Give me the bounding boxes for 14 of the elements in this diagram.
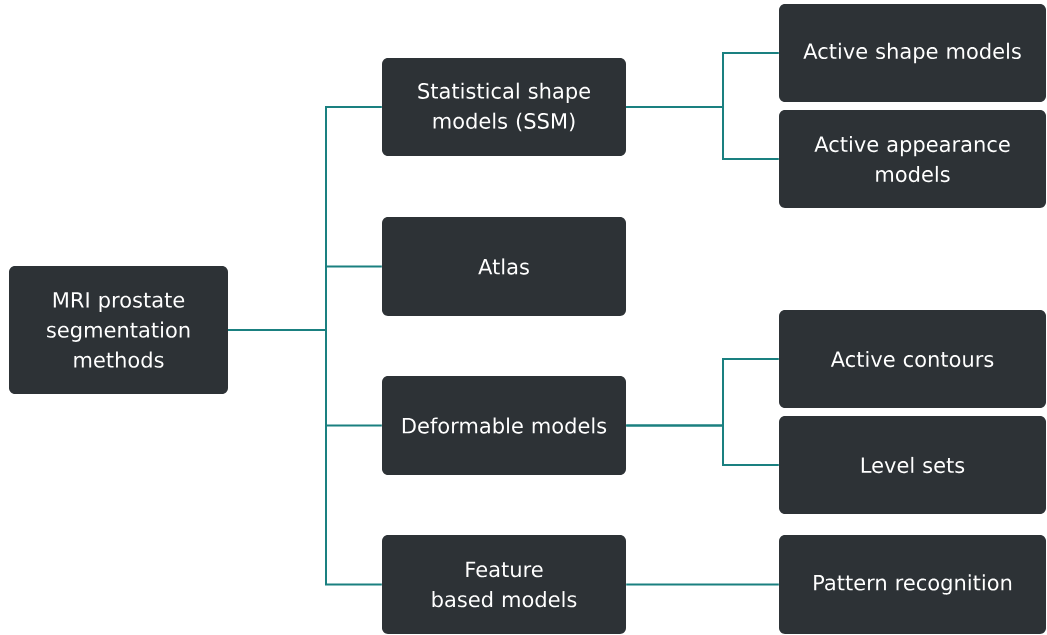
category-box: Deformable models: [382, 376, 626, 475]
connector-line: [227, 329, 383, 586]
category-box: Active appearance models: [779, 110, 1046, 208]
category-box: Pattern recognition: [779, 535, 1046, 634]
category-box: Level sets: [779, 416, 1046, 514]
category-box: MRI prostate segmentation methods: [9, 266, 228, 394]
connector-line: [625, 583, 780, 586]
connector-line: [625, 106, 780, 160]
category-box: Statistical shape models (SSM): [382, 58, 626, 156]
connector-line: [625, 424, 780, 466]
category-box: Feature based models: [382, 535, 626, 634]
category-box: Atlas: [382, 217, 626, 316]
category-box: Active contours: [779, 310, 1046, 408]
category-box: Active shape models: [779, 4, 1046, 102]
